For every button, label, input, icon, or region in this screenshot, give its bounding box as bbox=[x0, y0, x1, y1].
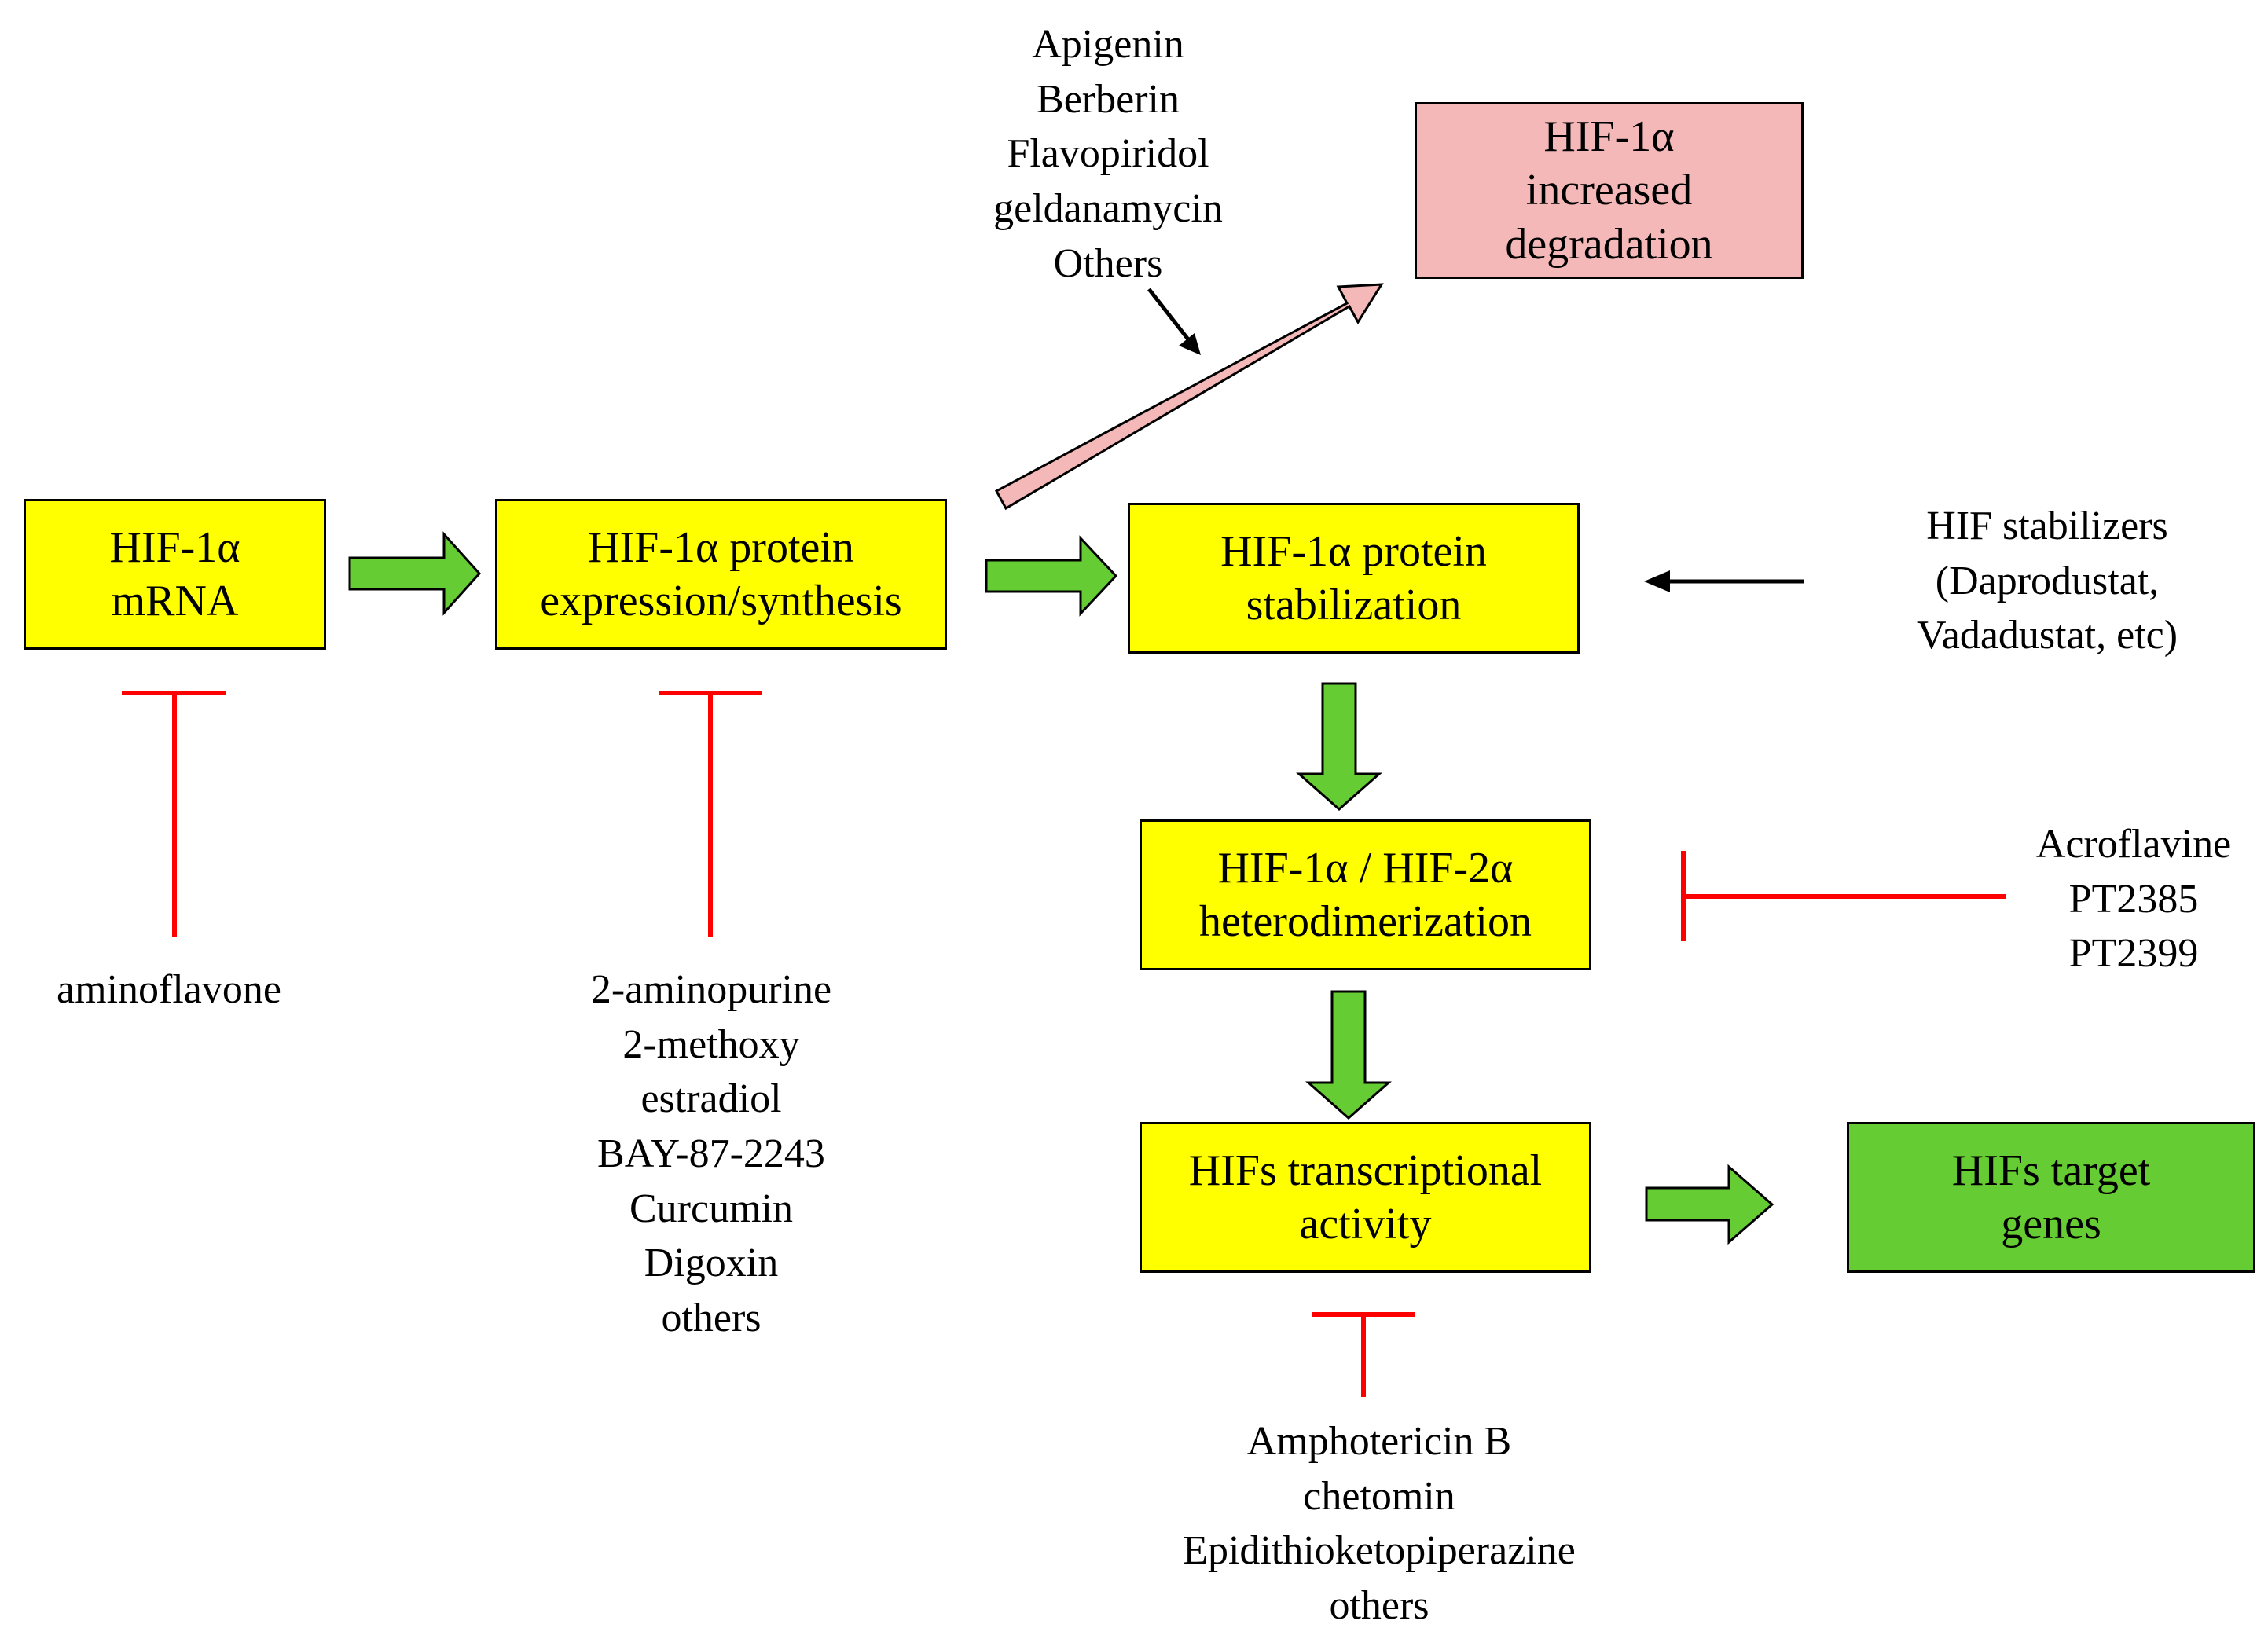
arrow-drugs-to-degradation bbox=[1147, 288, 1190, 341]
node-hif1a-mrna: HIF-1α mRNA bbox=[24, 499, 326, 650]
arrow-stabilization-to-dimerization bbox=[1296, 682, 1382, 812]
node-line: HIF-1α protein bbox=[588, 522, 854, 572]
node-line: HIF-1α protein bbox=[1220, 526, 1487, 576]
arrow-to-degradation bbox=[994, 283, 1384, 511]
arrow-stabilizers-head bbox=[1644, 570, 1670, 592]
node-heterodimerization: HIF-1α / HIF-2α heterodimerization bbox=[1140, 819, 1591, 970]
drug-name: Epidithioketopiperazine bbox=[1183, 1528, 1576, 1574]
drug-name: PT2399 bbox=[2068, 931, 2199, 977]
node-protein-stabilization: HIF-1α protein stabilization bbox=[1128, 503, 1580, 654]
drug-name: 2-aminopurine bbox=[590, 967, 832, 1012]
arrow-mrna-to-synthesis bbox=[348, 531, 482, 616]
node-line: stabilization bbox=[1246, 581, 1462, 629]
label-dimerization-inhibitors: Acroflavine PT2385 PT2399 bbox=[2000, 817, 2267, 981]
drug-name: others bbox=[661, 1296, 762, 1341]
node-transcriptional-activity: HIFs transcriptional activity bbox=[1140, 1122, 1591, 1273]
drug-name: Flavopiridol bbox=[1007, 131, 1209, 177]
drug-name: Others bbox=[1053, 240, 1163, 286]
inhibition-dimerization bbox=[1681, 851, 2006, 941]
drug-name: Acroflavine bbox=[2035, 822, 2232, 867]
drug-name: Vadadustat, etc) bbox=[1916, 613, 2178, 658]
node-protein-synthesis: HIF-1α protein expression/synthesis bbox=[495, 499, 947, 650]
arrow-drugs-to-degradation-head bbox=[1179, 333, 1201, 355]
node-line: mRNA bbox=[111, 577, 239, 625]
node-line: HIF-1α / HIF-2α bbox=[1217, 843, 1514, 893]
node-target-genes: HIFs target genes bbox=[1847, 1122, 2255, 1273]
label-transcription-inhibitors: Amphotericin B chetomin Epidithioketopip… bbox=[1108, 1414, 1650, 1633]
node-line: expression/synthesis bbox=[540, 577, 902, 625]
drug-name: Curcumin bbox=[629, 1186, 793, 1231]
inhibition-transcription bbox=[1312, 1312, 1415, 1397]
node-line: heterodimerization bbox=[1199, 897, 1532, 946]
drug-name: Amphotericin B bbox=[1246, 1419, 1512, 1464]
drug-name: geldanamycin bbox=[993, 186, 1223, 232]
node-line: HIFs target bbox=[1951, 1146, 2151, 1195]
drug-name: PT2385 bbox=[2068, 876, 2199, 922]
inhibition-mrna bbox=[122, 691, 226, 937]
label-hif-stabilizers: HIF stabilizers (Daprodustat, Vadadustat… bbox=[1843, 499, 2251, 663]
drug-name: BAY-87-2243 bbox=[597, 1131, 825, 1177]
node-line: increased bbox=[1525, 166, 1693, 215]
arrow-dimerization-to-transcription bbox=[1305, 990, 1392, 1120]
node-increased-degradation: HIF-1α increased degradation bbox=[1415, 102, 1804, 279]
arrow-synthesis-to-stabilization bbox=[985, 535, 1118, 617]
drug-name: 2-methoxy bbox=[622, 1021, 800, 1067]
node-line: HIFs transcriptional bbox=[1188, 1146, 1543, 1195]
node-line: activity bbox=[1299, 1200, 1432, 1248]
drug-name: aminoflavone bbox=[57, 967, 281, 1012]
node-line: degradation bbox=[1505, 219, 1713, 269]
arrow-transcription-to-targets bbox=[1645, 1164, 1774, 1245]
label-synthesis-inhibitors: 2-aminopurine 2-methoxy estradiol BAY-87… bbox=[507, 962, 916, 1346]
node-line: genes bbox=[2001, 1200, 2101, 1248]
label-degradation-drugs: Apigenin Berberin Flavopiridol geldanamy… bbox=[912, 17, 1305, 291]
drug-name: Digoxin bbox=[644, 1241, 779, 1286]
label-mrna-inhibitors: aminoflavone bbox=[0, 962, 338, 1017]
drug-name: Apigenin bbox=[1032, 22, 1184, 67]
node-line: HIF-1α bbox=[1543, 112, 1675, 162]
drug-name: HIF stabilizers bbox=[1926, 504, 2168, 548]
inhibition-synthesis bbox=[659, 691, 762, 937]
drug-name: (Daprodustat, bbox=[1935, 558, 2160, 603]
drug-name: Berberin bbox=[1037, 76, 1180, 122]
drug-name: estradiol bbox=[640, 1076, 782, 1122]
drug-name: chetomin bbox=[1303, 1473, 1455, 1519]
drug-name: others bbox=[1329, 1583, 1429, 1629]
node-line: HIF-1α bbox=[109, 522, 240, 572]
